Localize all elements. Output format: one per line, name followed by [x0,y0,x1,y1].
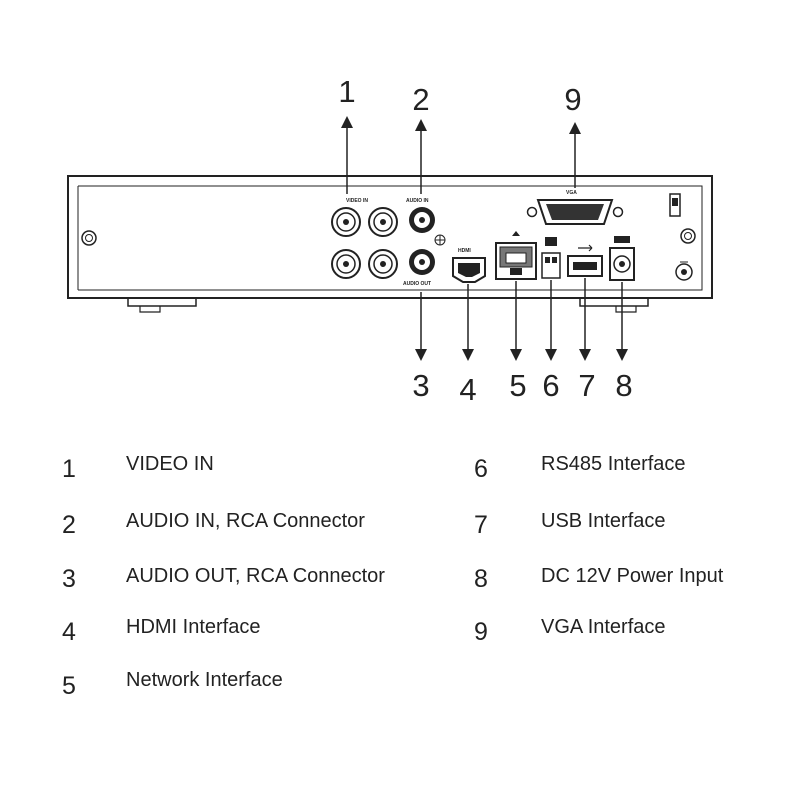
legend-label: HDMI Interface [126,616,261,638]
legend-label: Network Interface [126,669,283,691]
callout-number-3: 3 [412,368,429,403]
callout-number-7: 7 [578,368,595,403]
legend-number: 4 [62,618,76,646]
screw-icon [680,228,696,244]
bnc-connector-icon [368,249,398,279]
legend-number: 6 [474,455,488,483]
usb-port-icon [567,244,603,277]
legend-label: DC 12V Power Input [541,565,724,587]
dc-power-jack-icon [609,236,635,281]
hdmi-panel-label: HDMI [458,248,471,254]
legend-number: 1 [62,455,76,483]
vga-panel-label: VGA [566,190,577,196]
legend-number: 9 [474,618,488,646]
ground-symbol-icon [434,234,446,246]
bnc-connector-icon [368,207,398,237]
callout-number-2: 2 [412,82,429,117]
ground-screw-icon [675,261,693,281]
rca-connector-icon [409,207,435,233]
vga-port-icon [526,199,624,225]
legend-label: RS485 Interface [541,453,686,475]
hdmi-port-icon [452,257,486,283]
video-in-panel-label: VIDEO IN [346,198,368,204]
legend-number: 3 [62,565,76,593]
callout-number-4: 4 [459,372,476,407]
callout-number-6: 6 [542,368,559,403]
legend-number: 5 [62,672,76,700]
legend-number: 2 [62,511,76,539]
bnc-connector-icon [331,249,361,279]
audio-out-panel-label: AUDIO OUT [403,281,431,287]
callout-number-8: 8 [615,368,632,403]
legend-label: AUDIO IN, RCA Connector [126,510,365,532]
legend-label: VIDEO IN [126,453,214,475]
rs485-terminal-icon [541,237,561,279]
rca-connector-icon [409,249,435,275]
callout-number-5: 5 [509,368,526,403]
callout-number-9: 9 [564,82,581,117]
callout-number-1: 1 [338,74,355,109]
legend-number: 7 [474,511,488,539]
bnc-connector-icon [331,207,361,237]
legend-label: VGA Interface [541,616,666,638]
audio-in-panel-label: AUDIO IN [406,198,429,204]
legend-label: AUDIO OUT, RCA Connector [126,565,385,587]
switch-icon [669,193,681,217]
network-port-icon [495,231,537,280]
legend-label: USB Interface [541,510,666,532]
screw-icon [81,230,97,246]
legend-number: 8 [474,565,488,593]
